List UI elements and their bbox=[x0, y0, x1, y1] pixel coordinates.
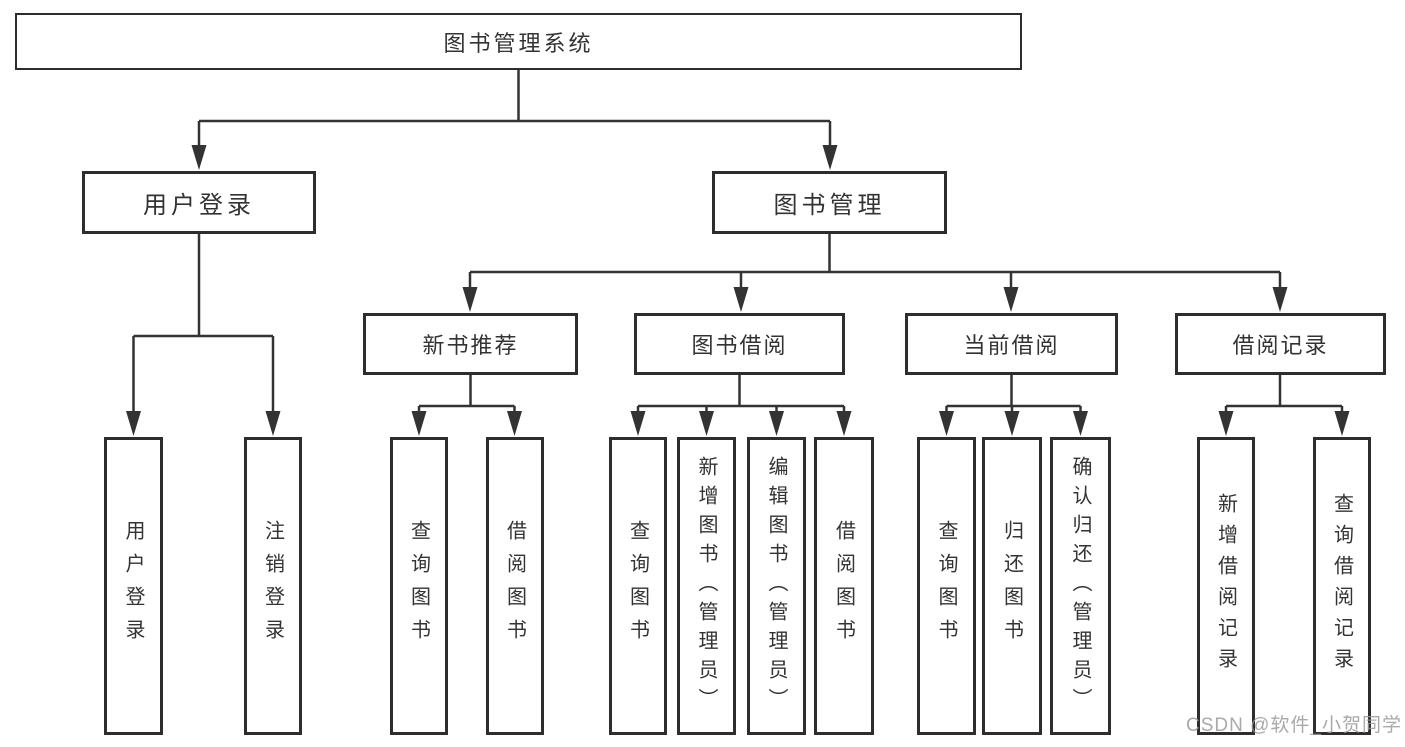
leaf-borrowing-borrow-books: 借阅图书 bbox=[814, 437, 874, 735]
node-borrowing-records-label: 借阅记录 bbox=[1232, 333, 1329, 358]
leaf-borrowing-query-books: 查询图书 bbox=[609, 437, 667, 735]
leaf-add-borrow-record: 新增借阅记录 bbox=[1197, 437, 1255, 735]
arrowheads bbox=[126, 145, 1350, 436]
node-book-management-branch-label: 图书管理 bbox=[773, 192, 886, 219]
leaf-query-borrow-record: 查询借阅记录 bbox=[1313, 437, 1371, 735]
node-library-management-system-label: 图书管理系统 bbox=[443, 30, 594, 56]
leaf-logout: 注销登录 bbox=[244, 437, 302, 735]
node-book-borrowing: 图书借阅 bbox=[634, 313, 845, 375]
node-book-management-branch: 图书管理 bbox=[712, 171, 947, 234]
node-book-borrowing-label: 图书借阅 bbox=[691, 333, 788, 358]
leaf-edit-books-admin: 编辑图书（管理员） bbox=[747, 437, 806, 735]
leaf-confirm-return-admin: 确认归还（管理员） bbox=[1050, 437, 1111, 735]
csdn-watermark: CSDN @软件_小贺同学 bbox=[1186, 715, 1402, 736]
leaf-newbook-query-books: 查询图书 bbox=[390, 437, 448, 735]
node-borrowing-records: 借阅记录 bbox=[1175, 313, 1386, 375]
node-user-login-branch: 用户登录 bbox=[82, 171, 316, 234]
node-user-login-branch-label: 用户登录 bbox=[143, 192, 255, 219]
leaf-return-books: 归还图书 bbox=[982, 437, 1042, 735]
leaf-add-books-admin: 新增图书（管理员） bbox=[677, 437, 736, 735]
node-new-book-recommendation-label: 新书推荐 bbox=[422, 333, 519, 358]
node-new-book-recommendation: 新书推荐 bbox=[363, 313, 578, 375]
leaf-newbook-borrow-books: 借阅图书 bbox=[486, 437, 544, 735]
node-library-management-system: 图书管理系统 bbox=[15, 13, 1022, 70]
leaf-current-query-books: 查询图书 bbox=[917, 437, 976, 735]
node-current-borrowing-label: 当前借阅 bbox=[963, 333, 1060, 358]
node-current-borrowing: 当前借阅 bbox=[905, 313, 1118, 375]
leaf-user-login: 用户登录 bbox=[104, 437, 163, 735]
